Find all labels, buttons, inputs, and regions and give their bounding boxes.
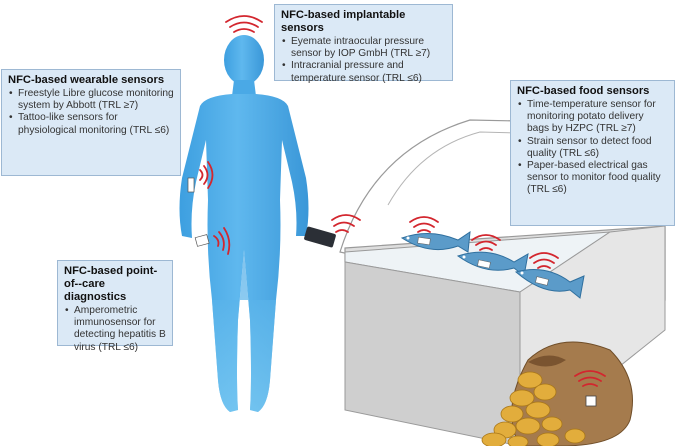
human-body-figure [179,35,309,412]
food-sensors-box: NFC-based food sensors Time-temperature … [510,80,675,226]
list-item: Time-temperature sensor for monitoring p… [518,99,668,136]
potato-sack-icon [481,341,633,446]
food-sensors-title: NFC-based food sensors [517,85,650,97]
food-sensors-list: Time-temperature sensor for monitoring p… [517,99,668,197]
wearable-sensors-list: Freestyle Libre glucose monitoring syste… [8,88,174,137]
implantable-sensors-list: Eyemate intraocular pressure sensor by I… [281,36,446,85]
list-item: Eyemate intraocular pressure sensor by I… [282,36,446,60]
list-item: Amperometric immunosensor for detecting … [65,305,166,354]
smartphone-icon [304,226,336,248]
point-of-care-box: NFC-based point-of--care diagnostics Amp… [57,260,173,353]
nfc-signal-icon [199,15,606,387]
list-item: Paper-based electrical gas sensor to mon… [518,160,668,197]
list-item: Strain sensor to detect food quality (TR… [518,136,668,160]
wearable-sensors-box: NFC-based wearable sensors Freestyle Lib… [1,69,181,176]
fish-icon [400,230,585,299]
wearable-sensors-title: NFC-based wearable sensors [8,74,165,86]
list-item: Intracranial pressure and temperature se… [282,60,446,84]
implantable-sensors-title: NFC-based implantable sensors [281,9,406,34]
sensor-patch-icon [187,177,210,247]
implantable-sensors-box: NFC-based implantable sensors Eyemate in… [274,4,453,84]
list-item: Freestyle Libre glucose monitoring syste… [9,88,174,112]
point-of-care-title: NFC-based point-of--care diagnostics [64,265,158,303]
point-of-care-list: Amperometric immunosensor for detecting … [64,305,166,354]
list-item: Tattoo-like sensors for physiological mo… [9,112,174,136]
